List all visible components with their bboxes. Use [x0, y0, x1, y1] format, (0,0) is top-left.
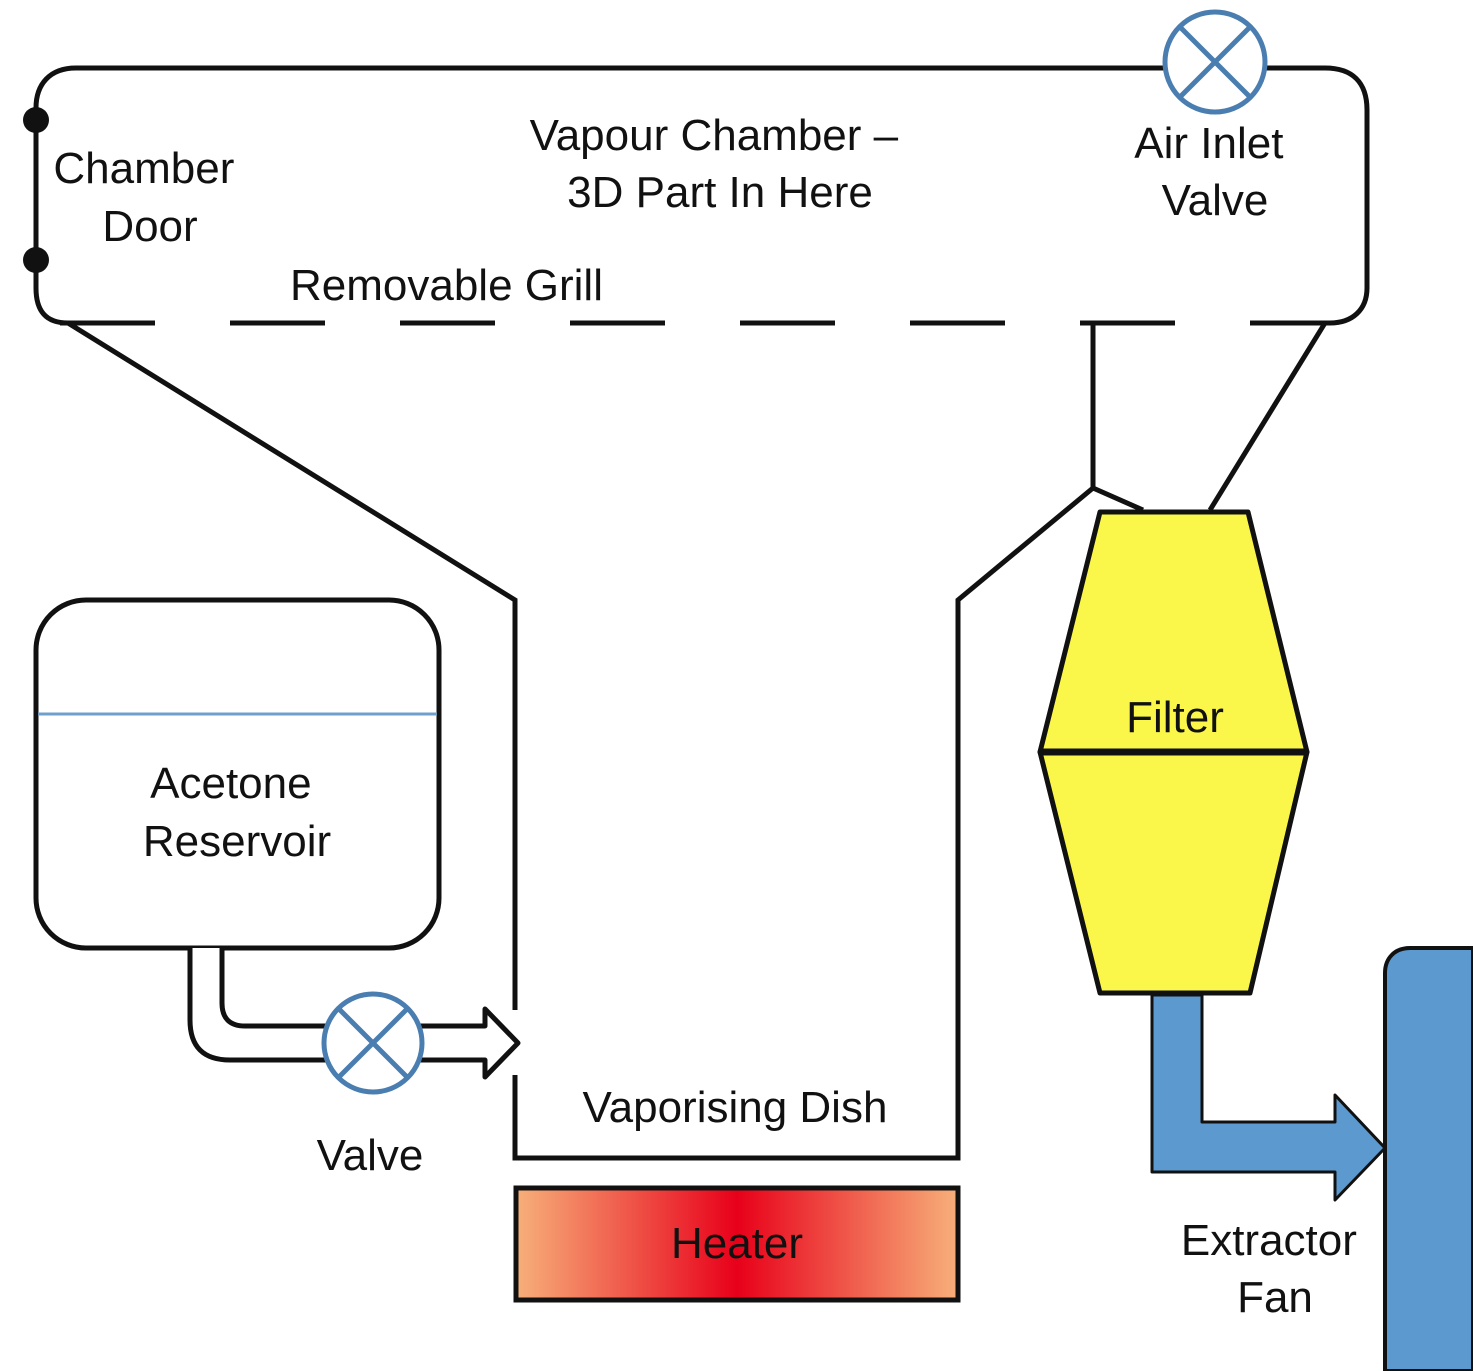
extractor-arrow [1150, 993, 1387, 1202]
heater-label: Heater [671, 1219, 803, 1268]
funnel-left-wall [66, 320, 518, 1010]
funnel-right-wall [1207, 321, 1328, 512]
hinge-dot-icon [23, 247, 49, 273]
removable-grill-label: Removable Grill [290, 261, 603, 310]
air-inlet-valve-label: Air Inlet Valve [1134, 119, 1295, 225]
heater [513, 1185, 961, 1303]
extractor-fan-box [1383, 946, 1473, 1371]
chamber-door-label: Chamber Door [53, 144, 246, 251]
acetone-reservoir [33, 597, 442, 951]
feed-pipe-arrow [187, 948, 521, 1080]
filter-lower [1037, 749, 1310, 996]
vapour-chamber-outline [33, 65, 1370, 326]
feed-valve-icon[interactable] [321, 991, 425, 1095]
acetone-reservoir-label: Acetone Reservoir [143, 759, 331, 866]
vapour-chamber-label: Vapour Chamber – 3D Part In Here [530, 111, 911, 217]
hinge-dot-icon [23, 107, 49, 133]
extractor-fan-label: Extractor Fan [1181, 1216, 1369, 1322]
air-inlet-valve-icon[interactable] [1162, 9, 1268, 115]
valve-label: Valve [317, 1131, 424, 1180]
funnel-left-wall-lower [512, 485, 1145, 1161]
filter-label: Filter [1126, 693, 1224, 742]
vaporising-dish-label: Vaporising Dish [583, 1083, 888, 1132]
